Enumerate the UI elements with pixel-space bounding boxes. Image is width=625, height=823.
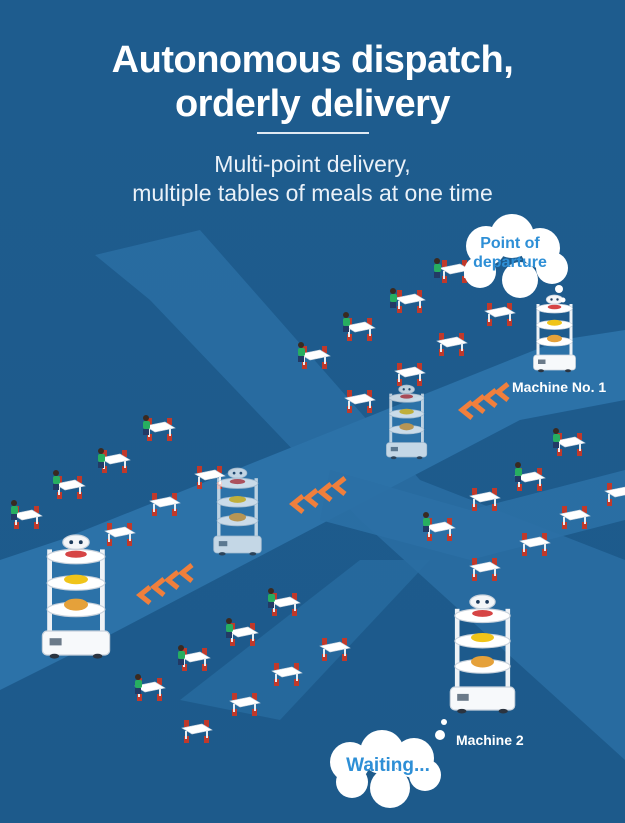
departure-text: Point of departure	[464, 234, 556, 272]
road-lower	[180, 560, 430, 720]
diner	[11, 500, 18, 520]
diner	[515, 462, 522, 482]
departure-text-line-2: departure	[473, 254, 547, 271]
headline-line-2: orderly delivery	[174, 83, 451, 125]
subtitle-line-2: multiple tables of meals at one time	[132, 180, 493, 206]
divider	[257, 132, 369, 134]
diner	[268, 588, 275, 608]
road-main	[0, 330, 625, 690]
diner	[298, 342, 305, 362]
diner	[343, 312, 350, 332]
diner	[143, 415, 150, 435]
headline-line-1: Autonomous dispatch,	[111, 39, 514, 81]
road-network	[0, 230, 625, 760]
departure-text-line-1: Point of	[480, 235, 540, 252]
waiting-text: Waiting...	[346, 755, 430, 776]
road-branch	[320, 470, 625, 560]
waiting-bubble	[330, 719, 447, 808]
subtitle-line-1: Multi-point delivery,	[214, 151, 411, 177]
machine-1-label: Machine No. 1	[512, 379, 607, 395]
diner	[53, 470, 60, 490]
diner	[226, 618, 233, 638]
diner	[553, 428, 560, 448]
diner	[98, 448, 105, 468]
diner	[178, 645, 185, 665]
diner	[390, 288, 397, 308]
departure-bubble	[464, 214, 568, 303]
diner	[434, 258, 441, 278]
diner	[423, 512, 430, 532]
machine-2-label: Machine 2	[456, 732, 524, 748]
diner	[135, 674, 142, 694]
